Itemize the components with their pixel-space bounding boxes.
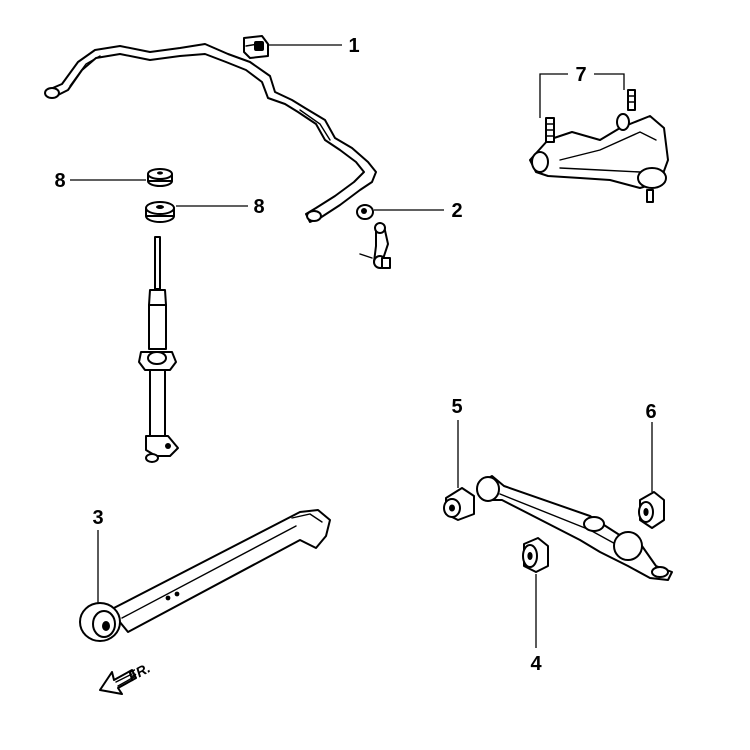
lower-arm-rear-bushing [638,491,665,529]
compliance-bushing [522,537,549,573]
front-direction-arrow-icon [99,669,137,695]
callout-3: 3 [92,507,103,529]
stabilizer-bar [44,43,377,223]
lower-arm-front-bushing [443,487,475,521]
callout-4: 4 [530,653,542,675]
callout-7: 7 [575,64,586,86]
callout-8-upper: 8 [54,170,65,192]
shock-absorber [138,236,179,463]
callout-5: 5 [451,396,462,418]
lower-control-arm [476,475,673,581]
callout-6: 6 [645,401,656,423]
stabilizer-link [356,204,391,269]
callout-1: 1 [348,35,359,57]
leader-lines [70,44,653,648]
callout-8-lower: 8 [253,196,264,218]
stabilizer-bushing [243,35,269,59]
callout-2: 2 [451,200,462,222]
upper-mount-cushion [147,168,173,187]
lower-mount-cushion [145,201,175,223]
radius-rod [79,509,331,642]
upper-control-arm [529,89,669,203]
